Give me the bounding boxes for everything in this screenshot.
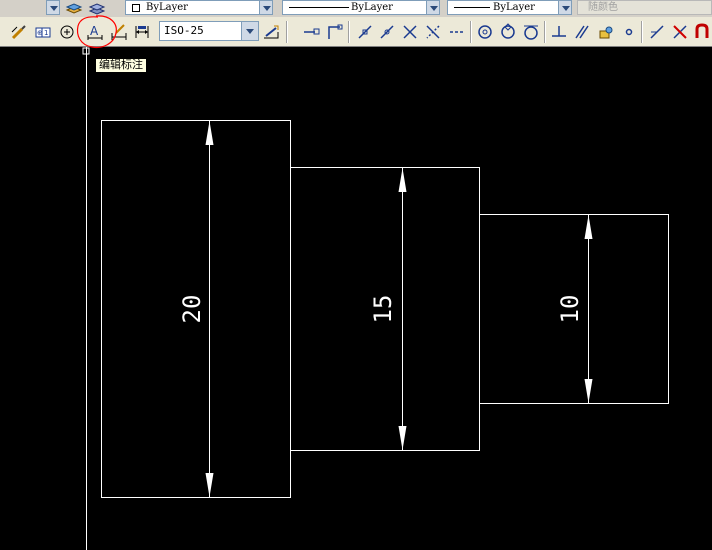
dimension-edit-icon: A	[87, 24, 103, 40]
lineweight-dropdown-arrow[interactable]	[558, 0, 572, 15]
color-swatch	[132, 4, 140, 12]
pickbox-cursor	[82, 47, 90, 55]
perpendicular-snap-icon	[552, 26, 566, 37]
layers-icon	[65, 3, 83, 14]
magnet-icon	[695, 23, 709, 38]
perpendicular-snap-button[interactable]	[548, 21, 570, 43]
svg-text:⊕: ⊕	[37, 29, 43, 37]
quick-leader-button[interactable]	[8, 21, 30, 43]
properties-toolbar: ByLayer ByLayer ByLayer 随颜色	[0, 0, 712, 18]
tooltip: 编辑标注	[95, 58, 147, 73]
temporary-track-button[interactable]	[646, 21, 668, 43]
rectangle-3	[479, 214, 669, 404]
nearest-snap-icon	[380, 25, 394, 39]
linear-snap-button[interactable]	[300, 21, 322, 43]
apparent-intersection-button[interactable]	[422, 21, 444, 43]
intersection-snap-button[interactable]	[399, 21, 421, 43]
dimension-style-icon	[264, 25, 279, 39]
center-mark-button[interactable]	[56, 21, 78, 43]
lineweight-sample-line	[454, 7, 490, 8]
insertion-snap-button[interactable]	[595, 21, 617, 43]
no-snap-button[interactable]	[669, 21, 691, 43]
center-snap-icon	[478, 25, 492, 39]
dimension-text-15: 15	[369, 295, 397, 324]
dimension-20: 20	[178, 121, 214, 497]
intersection-snap-icon	[403, 25, 417, 39]
toolbar-separator	[348, 21, 350, 43]
toolbar-separator	[286, 21, 288, 43]
dimension-arrow-bottom	[205, 473, 214, 497]
svg-text:A: A	[90, 24, 99, 38]
layer-states-icon[interactable]	[63, 0, 85, 19]
drawing-canvas[interactable]: 20 15 10	[0, 47, 712, 550]
color-dropdown-arrow[interactable]	[259, 0, 273, 15]
parallel-snap-icon	[575, 25, 589, 39]
tolerance-button[interactable]: ⊕1	[32, 21, 54, 43]
dimension-style-value: ISO-25	[164, 24, 204, 37]
linetype-value: ByLayer	[351, 2, 393, 13]
toolbar-separator	[544, 21, 546, 43]
dimension-arrow-top	[398, 168, 407, 192]
midpoint-snap-icon	[358, 25, 372, 39]
dimension-text-20: 20	[178, 295, 206, 324]
node-snap-icon	[625, 28, 633, 36]
dimension-update-button[interactable]	[131, 21, 153, 43]
center-snap-button[interactable]	[474, 21, 496, 43]
no-snap-icon	[673, 25, 687, 39]
dimension-toolbar: ⊕1 A ISO-25	[0, 17, 712, 47]
extension-snap-icon	[328, 24, 343, 39]
dimension-arrow-top	[584, 215, 593, 239]
dimension-update-icon	[135, 26, 149, 38]
parallel-snap-button[interactable]	[571, 21, 593, 43]
toolbar-separator	[641, 21, 643, 43]
midpoint-snap-button[interactable]	[354, 21, 376, 43]
dimension-style-combo[interactable]: ISO-25	[159, 21, 259, 41]
layers-stack-icon	[88, 3, 106, 15]
lineweight-control-combo[interactable]: ByLayer	[447, 0, 572, 15]
track-icon	[650, 25, 664, 39]
nearest-snap-button[interactable]	[376, 21, 398, 43]
leader-pencil-icon	[11, 25, 26, 40]
lineweight-value: ByLayer	[493, 2, 535, 13]
dimension-style-button[interactable]	[260, 21, 282, 43]
tolerance-icon: ⊕1	[35, 27, 51, 38]
linetype-sample-line	[289, 7, 349, 8]
quadrant-snap-icon	[501, 23, 515, 39]
osnap-settings-button[interactable]	[692, 21, 712, 43]
tangent-snap-icon	[524, 25, 538, 40]
dimension-10: 10	[556, 215, 593, 403]
dimension-arrow-bottom	[584, 379, 593, 403]
dimension-arrow-top	[205, 121, 214, 145]
svg-text:1: 1	[44, 29, 48, 37]
insert-block-icon	[599, 26, 613, 39]
apparent-intersection-icon	[426, 25, 440, 39]
quadrant-snap-button[interactable]	[497, 21, 519, 43]
tangent-snap-button[interactable]	[520, 21, 542, 43]
plotstyle-value: 随颜色	[588, 2, 618, 13]
plotstyle-control-combo: 随颜色	[577, 0, 712, 15]
color-value: ByLayer	[146, 2, 188, 13]
endpoint-snap-icon	[304, 28, 320, 35]
dimension-edit-button[interactable]: A	[84, 21, 106, 43]
layer-dropdown-arrow[interactable]	[46, 0, 60, 15]
highlight-circle	[76, 15, 117, 49]
extension-snap-button[interactable]	[324, 21, 346, 43]
linetype-control-combo[interactable]: ByLayer	[282, 0, 440, 15]
dimension-style-dropdown-arrow[interactable]	[241, 22, 258, 40]
dimension-text-10: 10	[556, 295, 584, 324]
center-mark-icon	[60, 25, 74, 39]
dimension-15: 15	[369, 168, 407, 450]
extension-line-snap-button[interactable]	[446, 21, 468, 43]
color-control-combo[interactable]: ByLayer	[125, 0, 273, 15]
layer-previous-icon[interactable]	[86, 0, 108, 19]
dimension-arrow-bottom	[398, 426, 407, 450]
toolbar-separator	[470, 21, 472, 43]
node-snap-button[interactable]	[618, 21, 640, 43]
dashed-line-icon	[450, 31, 464, 33]
linetype-dropdown-arrow[interactable]	[426, 0, 440, 15]
